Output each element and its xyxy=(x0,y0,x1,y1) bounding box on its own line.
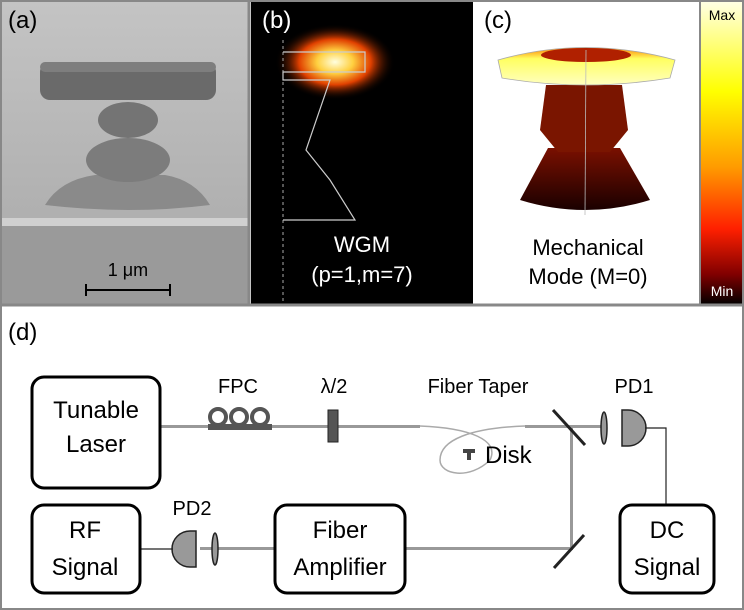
svg-text:RF: RF xyxy=(69,517,101,544)
colorbar: Max Min xyxy=(701,0,744,305)
fiber-amplifier-box: Fiber Amplifier xyxy=(273,503,407,595)
panel-d-setup-diagram: (d) Tunable Laser FPC λ/2 Fiber Taper xyxy=(0,307,744,609)
panel-b-label: (b) xyxy=(262,7,291,34)
svg-text:Laser: Laser xyxy=(66,431,126,458)
panel-a-label: (a) xyxy=(8,7,37,34)
pd1-icon xyxy=(621,409,647,447)
svg-text:Tunable: Tunable xyxy=(53,397,139,424)
mirror-top-icon xyxy=(551,408,587,447)
mirror-bottom-icon xyxy=(552,533,586,570)
pd1-label: PD1 xyxy=(615,376,654,398)
wgm-mode-numbers: (p=1,m=7) xyxy=(311,262,413,287)
rf-signal-box: RF Signal xyxy=(30,503,142,595)
panel-d-label: (d) xyxy=(8,319,37,346)
panel-c-mechanical-mode: (c) Mechanical Mode (M=0) xyxy=(476,0,700,305)
scale-bar xyxy=(85,284,171,296)
panel-b-wgm-field: (b) WGM (p=1,m=7) xyxy=(251,0,473,305)
mechanical-mode-title: Mechanical xyxy=(532,235,643,260)
pd2-icon xyxy=(171,530,197,568)
panel-a-sem-image: (a) 1 μm xyxy=(0,0,248,305)
colorbar-max-label: Max xyxy=(709,7,735,23)
fiber-taper-loop xyxy=(419,425,526,474)
half-wave-plate-label: λ/2 xyxy=(321,376,348,398)
lens-pd1-icon xyxy=(600,411,608,445)
scale-bar-label: 1 μm xyxy=(108,260,148,280)
svg-text:Amplifier: Amplifier xyxy=(293,554,386,581)
fpc-label: FPC xyxy=(218,376,258,398)
disk-label: Disk xyxy=(485,442,533,469)
fiber-taper-label: Fiber Taper xyxy=(428,376,529,398)
lens-pd2-icon xyxy=(211,532,219,566)
tunable-laser-box: Tunable Laser xyxy=(30,375,162,490)
svg-text:Signal: Signal xyxy=(634,554,701,581)
svg-text:Signal: Signal xyxy=(52,554,119,581)
panel-c-label: (c) xyxy=(484,7,512,34)
dc-signal-box: DC Signal xyxy=(618,503,716,595)
wgm-title: WGM xyxy=(334,232,390,257)
svg-text:Fiber: Fiber xyxy=(313,517,368,544)
half-wave-plate-icon xyxy=(327,409,339,443)
svg-text:DC: DC xyxy=(650,517,685,544)
fpc-icon xyxy=(208,407,272,430)
pd2-label: PD2 xyxy=(173,498,212,520)
fiber-paths xyxy=(160,425,605,550)
mechanical-mode-number: Mode (M=0) xyxy=(528,264,647,289)
colorbar-min-label: Min xyxy=(711,283,734,299)
disk-icon xyxy=(463,449,475,460)
